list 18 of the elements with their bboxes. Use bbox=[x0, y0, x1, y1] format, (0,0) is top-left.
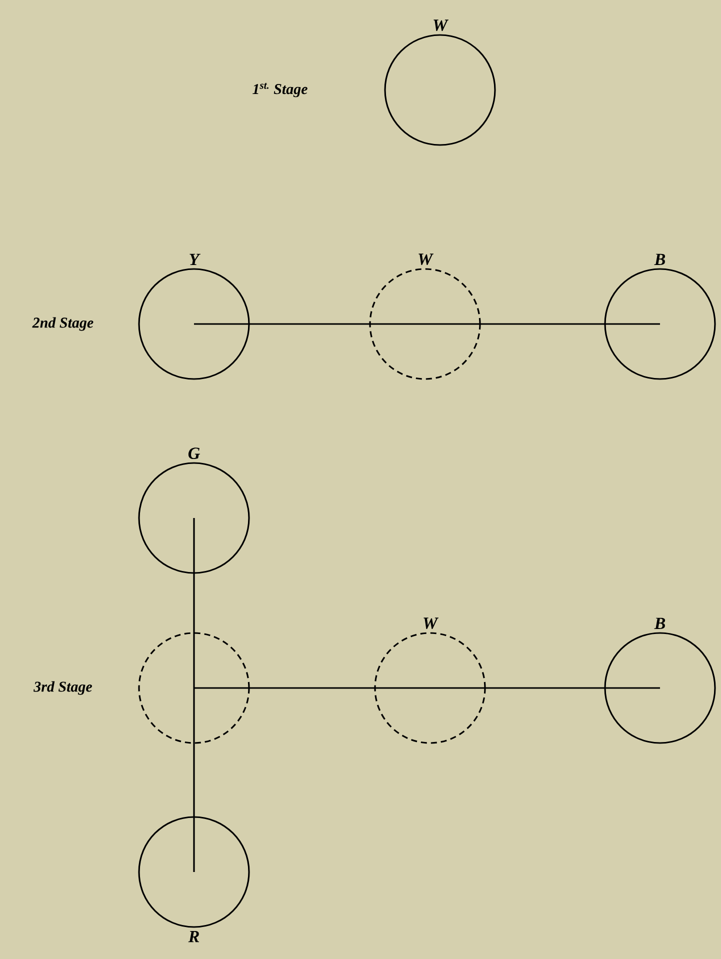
node-label: W bbox=[418, 254, 434, 265]
stage-label: 1$^{st.}$ Stage bbox=[252, 82, 308, 98]
node-label: Y bbox=[190, 254, 200, 266]
line bbox=[425, 323, 660, 325]
line bbox=[194, 687, 430, 689]
dashed-circle bbox=[138, 632, 250, 744]
node-label: G bbox=[188, 448, 200, 460]
line bbox=[193, 518, 195, 688]
node-label: R bbox=[188, 931, 200, 942]
line bbox=[193, 688, 195, 872]
line bbox=[430, 687, 660, 689]
node-label: W bbox=[424, 618, 439, 630]
node-label: B bbox=[654, 254, 666, 266]
node-label: W bbox=[434, 20, 449, 31]
line bbox=[194, 323, 425, 325]
stage-label: 3rd Stage bbox=[34, 681, 92, 695]
node-label: B bbox=[654, 618, 666, 630]
stage-label: 2nd Stage bbox=[32, 317, 94, 331]
